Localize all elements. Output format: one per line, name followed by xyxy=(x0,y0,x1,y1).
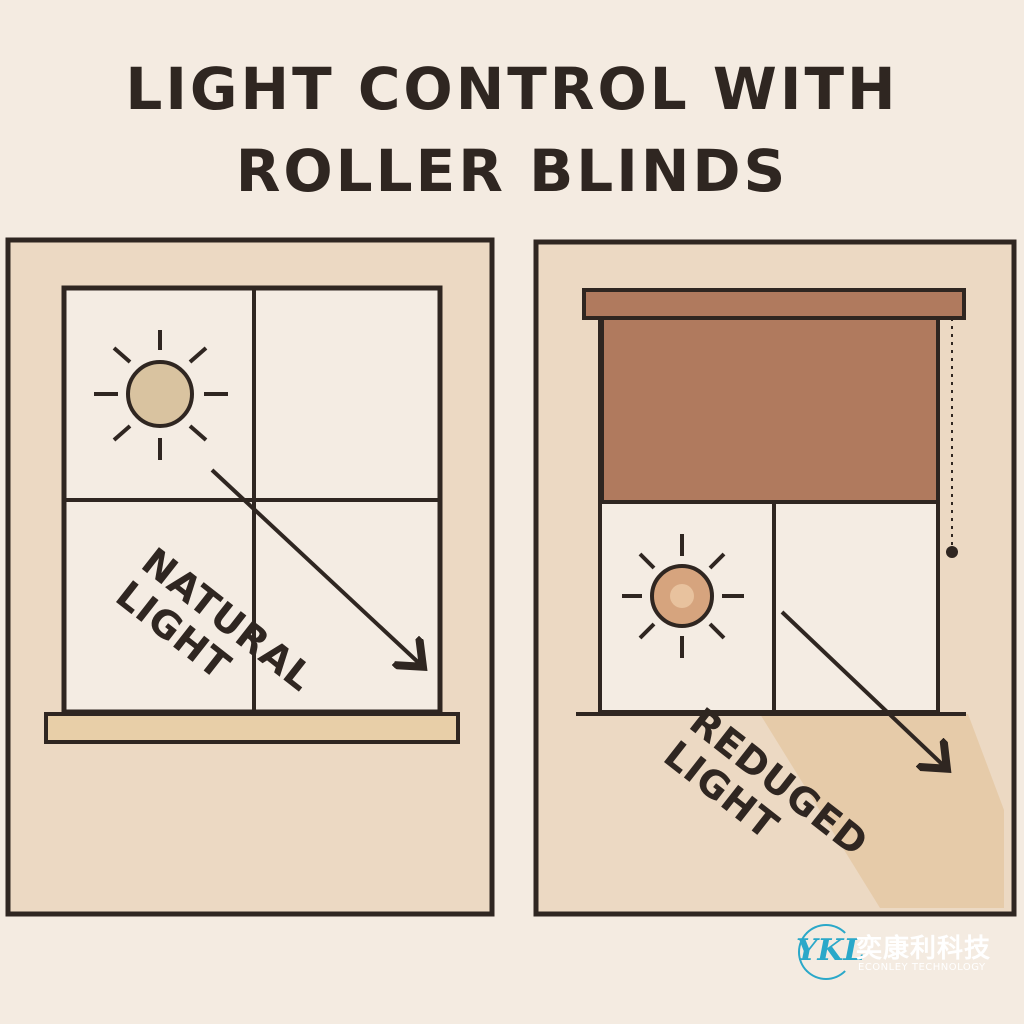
right-panel xyxy=(533,239,1017,917)
arrow-icon xyxy=(210,468,420,664)
title-line-2: ROLLER BLINDS xyxy=(235,137,789,205)
logo-ring-icon xyxy=(798,924,854,980)
blind-headrail xyxy=(582,288,966,320)
sun-icon xyxy=(94,330,228,460)
left-window-sill xyxy=(44,712,460,744)
left-panel xyxy=(5,237,495,917)
logo-mark: YKL xyxy=(796,933,865,968)
roller-blind xyxy=(600,314,940,504)
logo-name-en: ECONLEY TECHNOLOGY xyxy=(858,962,986,973)
title-line-1: LIGHT CONTROL WITH xyxy=(125,55,899,123)
pull-chain-icon xyxy=(946,318,958,558)
brand-logo: YKL 奕康利科技 ECONLEY TECHNOLOGY xyxy=(796,922,1006,986)
arrow-icon xyxy=(780,610,944,766)
logo-name-cn: 奕康利科技 xyxy=(856,934,992,964)
page-title: LIGHT CONTROL WITH ROLLER BLINDS xyxy=(0,48,1024,212)
sun-icon xyxy=(622,534,744,658)
